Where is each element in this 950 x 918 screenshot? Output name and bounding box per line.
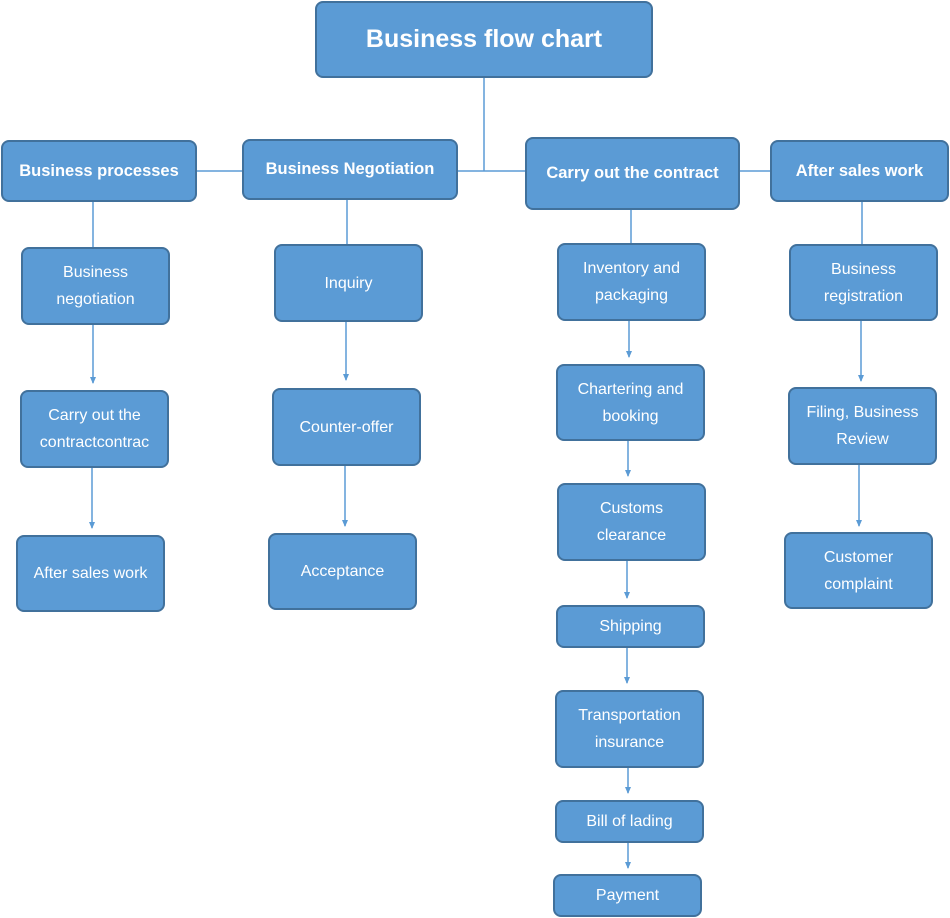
step-business-registration: Business registration [789,244,938,321]
step-label: Business negotiation [56,264,135,308]
step-label: Shipping [599,618,662,635]
step-customs-clearance: Customs clearance [557,483,706,561]
step-label: Acceptance [300,563,385,580]
step-label: Bill of lading [586,813,673,830]
step-label: Business registration [823,260,904,305]
step-label: Transportation insurance [578,707,681,751]
step-business-negotiation: Business negotiation [21,247,170,325]
header-carry-out-contract: Carry out the contract [525,137,740,210]
header-business-negotiation-label: Business Negotiation [265,160,435,178]
step-inventory-packaging: Inventory and packaging [557,243,706,321]
step-acceptance: Acceptance [268,533,417,610]
step-payment: Payment [553,874,702,917]
step-label: Payment [595,887,660,904]
diagram-title: Business flow chart [315,1,653,78]
step-label: Inventory and packaging [583,260,680,304]
step-filing-business-review: Filing, Business Review [788,387,937,465]
step-label: Filing, Business Review [806,404,919,448]
header-after-sales-work: After sales work [770,140,949,202]
step-after-sales-work: After sales work [16,535,165,612]
step-label: Customer complaint [823,548,894,593]
header-business-processes: Business processes [1,140,197,202]
header-business-negotiation: Business Negotiation [242,139,458,200]
step-label: Carry out the contractcontrac [39,407,150,451]
header-carry-out-contract-label: Carry out the contract [546,164,719,182]
step-label: Inquiry [324,274,373,292]
step-inquiry: Inquiry [274,244,423,322]
step-chartering-booking: Chartering and booking [556,364,705,441]
step-label: Customs clearance [596,500,667,544]
step-label: Chartering and booking [577,380,684,425]
step-label: Counter-offer [299,418,394,436]
step-label: After sales work [33,565,148,582]
step-customer-complaint: Customer complaint [784,532,933,609]
step-carry-out-contract: Carry out the contractcontrac [20,390,169,468]
header-after-sales-work-label: After sales work [795,161,924,180]
header-business-processes-label: Business processes [19,161,179,180]
step-bill-of-lading: Bill of lading [555,800,704,843]
step-counter-offer: Counter-offer [272,388,421,466]
step-shipping: Shipping [556,605,705,648]
diagram-title-text: Business flow chart [365,25,603,53]
step-transportation-insurance: Transportation insurance [555,690,704,768]
